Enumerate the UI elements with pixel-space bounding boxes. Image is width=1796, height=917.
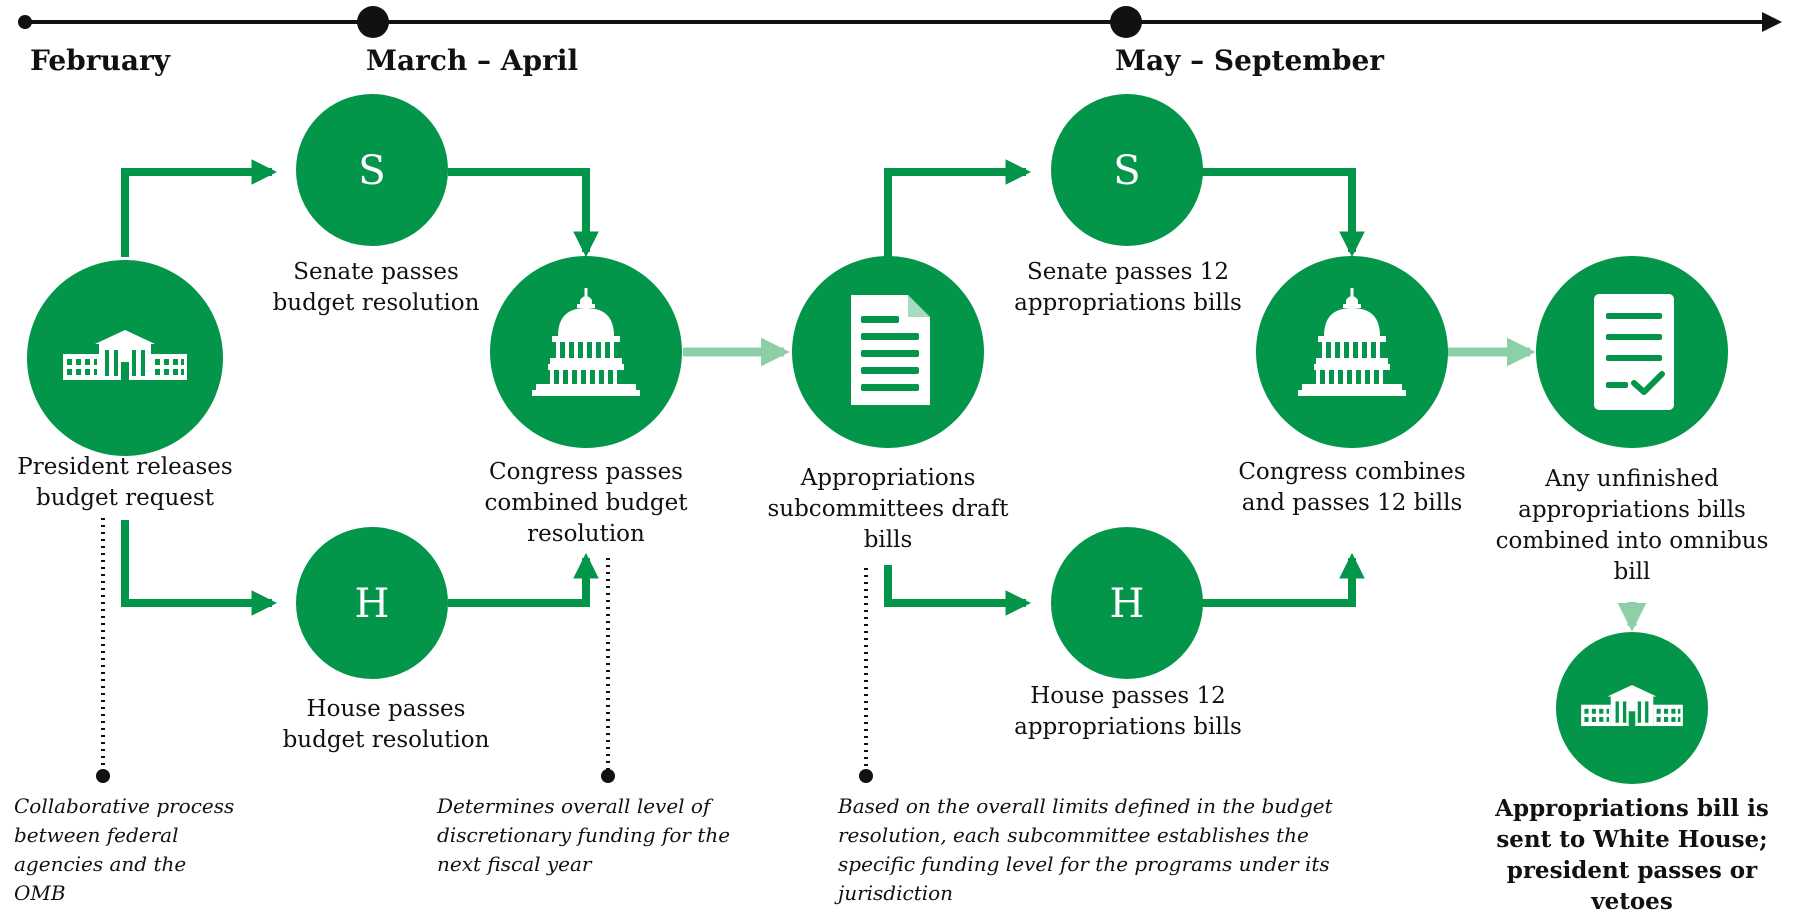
timeline <box>18 6 1782 38</box>
node-president <box>27 260 223 456</box>
label-house-approps: House passes 12 appropriations bills <box>1014 683 1242 740</box>
period-label-may-september: May – September <box>1115 44 1385 77</box>
senate-letter: S <box>358 148 385 194</box>
node-senate-approps: S <box>1051 94 1203 246</box>
note-connectors <box>101 518 868 776</box>
arrow-president-to-senate <box>121 159 278 257</box>
arrow-house-to-congress <box>448 552 599 607</box>
arrow-senate-approps-to-congress <box>1202 168 1365 258</box>
label-congress-approps: Congress combines and passes 12 bills <box>1238 459 1466 516</box>
arrow-subcommittees-to-senate <box>884 159 1032 258</box>
timeline-marker-february <box>18 15 32 29</box>
note-connector-dots <box>96 769 873 783</box>
senate-approps-letter: S <box>1113 148 1140 194</box>
label-congress-budget: Congress passes combined budget resoluti… <box>484 459 688 547</box>
note-omb: Collaborative process between federal ag… <box>14 794 235 905</box>
house-approps-letter: H <box>1110 581 1145 627</box>
flow-arrows <box>121 159 1365 616</box>
document-icon <box>851 295 930 405</box>
label-president: President releases budget request <box>17 454 233 511</box>
node-house-approps: H <box>1051 527 1203 679</box>
timeline-marker-may-september <box>1110 6 1142 38</box>
node-congress-budget <box>490 256 682 448</box>
note-discretionary: Determines overall level of discretionar… <box>437 794 731 876</box>
house-letter: H <box>355 581 390 627</box>
period-label-february: February <box>30 44 171 77</box>
timeline-marker-march-april <box>357 6 389 38</box>
label-white-house: Appropriations bill is sent to White Hou… <box>1495 795 1769 915</box>
node-omnibus <box>1536 256 1728 448</box>
label-senate-approps: Senate passes 12 appropriations bills <box>1014 259 1242 316</box>
arrow-house-approps-to-congress <box>1202 552 1365 607</box>
note-subcommittee: Based on the overall limits defined in t… <box>838 794 1333 905</box>
period-label-march-april: March – April <box>366 44 579 77</box>
node-congress-approps <box>1256 256 1448 448</box>
arrow-senate-to-congress <box>448 168 599 258</box>
node-senate-budget: S <box>296 94 448 246</box>
node-white-house <box>1556 632 1708 784</box>
label-omnibus: Any unfinished appropriations bills comb… <box>1495 466 1769 585</box>
arrow-president-to-house <box>121 520 278 616</box>
label-senate-budget: Senate passes budget resolution <box>272 259 480 316</box>
node-subcommittees <box>792 256 984 448</box>
checklist-icon <box>1594 294 1674 410</box>
light-flow-arrows <box>683 337 1647 632</box>
label-house-budget: House passes budget resolution <box>282 696 490 753</box>
node-house-budget: H <box>296 527 448 679</box>
label-subcommittees: Appropriations subcommittees draft bills <box>767 465 1009 553</box>
arrow-subcommittees-to-house <box>884 565 1032 616</box>
